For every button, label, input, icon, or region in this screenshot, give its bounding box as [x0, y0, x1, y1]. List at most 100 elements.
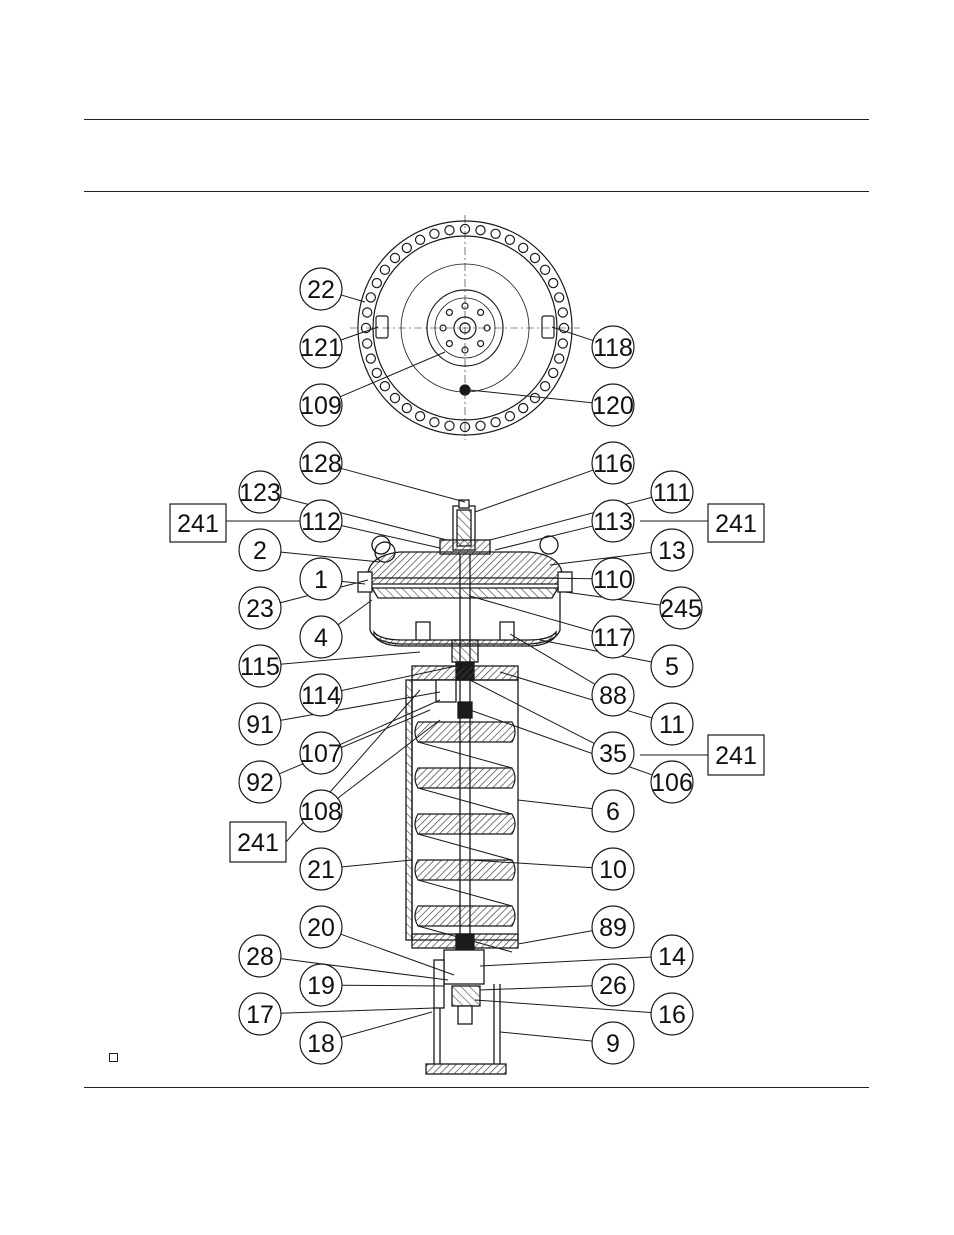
- spring-coil-edge: [418, 788, 512, 814]
- leader-line: [480, 957, 652, 966]
- leader-line: [341, 860, 412, 867]
- callout-4: 4: [300, 616, 342, 658]
- callout-number: 241: [715, 510, 757, 538]
- leader-line: [475, 470, 594, 512]
- callout-number: 92: [246, 769, 274, 797]
- spring-coil-edge: [418, 834, 512, 860]
- flange-bolt-hole: [491, 418, 500, 427]
- flange-bolt-hole: [390, 253, 399, 262]
- flange-bolt-hole: [491, 229, 500, 238]
- flange-bolt-hole: [402, 243, 411, 252]
- flange-bolt-hole: [505, 412, 514, 421]
- flange-bolt-hole: [558, 339, 567, 348]
- leader-line: [470, 596, 594, 632]
- flange-bolt-hole: [402, 404, 411, 413]
- callout-number: 117: [593, 624, 633, 652]
- callout-number: 107: [300, 740, 342, 768]
- callout-89: 89: [592, 906, 634, 948]
- callout-123: 123: [239, 471, 281, 513]
- callout-number: 118: [593, 334, 633, 362]
- callout-number: 28: [246, 943, 274, 971]
- callout-number: 6: [606, 798, 620, 826]
- flange-bolt-hole: [363, 308, 372, 317]
- callout-106: 106: [651, 761, 693, 803]
- leader-line: [339, 352, 445, 397]
- callout-11: 11: [651, 703, 693, 745]
- callout-6: 6: [592, 790, 634, 832]
- callout-number: 241: [237, 829, 279, 857]
- callout-number: 20: [307, 914, 335, 942]
- flange-bolt-hole: [476, 421, 485, 430]
- flange-bolt-hole: [519, 404, 528, 413]
- flange-bolt-hole: [363, 339, 372, 348]
- callout-number: 88: [599, 682, 627, 710]
- callout-number: 114: [301, 682, 341, 710]
- spring-coil: [415, 860, 515, 880]
- callout-114: 114: [300, 674, 342, 716]
- callout-number: 116: [593, 450, 633, 478]
- leader-line: [518, 931, 593, 945]
- callout-120: 120: [592, 384, 634, 426]
- spring-coil-edge: [418, 742, 512, 768]
- callout-number: 22: [307, 276, 335, 304]
- flange-bolt-hole: [366, 293, 375, 302]
- flange-bolt-hole: [366, 354, 375, 363]
- callout-111: 111: [651, 471, 693, 513]
- leader-line: [340, 295, 365, 302]
- callout-number: 16: [658, 1001, 686, 1029]
- center-bolt-hole: [478, 341, 484, 347]
- leader-line: [510, 634, 596, 685]
- flange-bolt-hole: [555, 293, 564, 302]
- callout-113: 113: [592, 500, 634, 542]
- callout-number: 106: [651, 769, 693, 797]
- callout-91: 91: [239, 703, 281, 745]
- callout-number: 13: [658, 537, 686, 565]
- callout-1: 1: [300, 558, 342, 600]
- callout-number: 108: [300, 798, 342, 826]
- flange-bolt-hole: [555, 354, 564, 363]
- callout-number: 35: [599, 740, 627, 768]
- callout-number: 4: [314, 624, 328, 652]
- callout-92: 92: [239, 761, 281, 803]
- leader-line: [341, 985, 444, 986]
- callout-109: 109: [300, 384, 342, 426]
- callout-number: 120: [592, 392, 634, 420]
- spring-coil: [415, 768, 515, 788]
- flange-bolt-hole: [380, 382, 389, 391]
- callout-number: 1: [314, 566, 328, 594]
- callout-5: 5: [651, 645, 693, 687]
- top-plan-view: [350, 215, 580, 440]
- callout-number: 21: [307, 856, 335, 884]
- leader-line: [337, 600, 372, 625]
- callout-22: 22: [300, 268, 342, 310]
- callout-number: 115: [240, 653, 280, 681]
- callout-number: 9: [606, 1030, 620, 1058]
- callout-number: 111: [653, 479, 691, 507]
- callout-number: 109: [300, 392, 342, 420]
- leader-line: [280, 1008, 434, 1013]
- flange-bolt-hole: [530, 253, 539, 262]
- flange-bolt-hole: [476, 226, 485, 235]
- callout-110: 110: [592, 558, 634, 600]
- leader-line: [518, 800, 593, 809]
- callout-number: 123: [239, 479, 281, 507]
- center-bolt-hole: [446, 309, 452, 315]
- callout-number: 91: [246, 711, 274, 739]
- flange-bolt-hole: [416, 235, 425, 244]
- leader-line: [540, 578, 593, 579]
- callout-19: 19: [300, 964, 342, 1006]
- callout-20: 20: [300, 906, 342, 948]
- flange-bolt-hole: [530, 393, 539, 402]
- flange-bolt-hole: [558, 308, 567, 317]
- flange-bolt-hole: [372, 279, 381, 288]
- callout-number: 10: [599, 856, 627, 884]
- callout-26: 26: [592, 964, 634, 1006]
- callout-245: 245: [660, 587, 702, 629]
- callout-number: 89: [599, 914, 627, 942]
- flange-bolt-hole: [549, 279, 558, 288]
- flange-bolt-hole: [416, 412, 425, 421]
- boxed-callout-241: 241: [230, 822, 286, 862]
- boxed-callout-241: 241: [708, 735, 764, 775]
- spring-coil: [415, 814, 515, 834]
- callout-116: 116: [592, 442, 634, 484]
